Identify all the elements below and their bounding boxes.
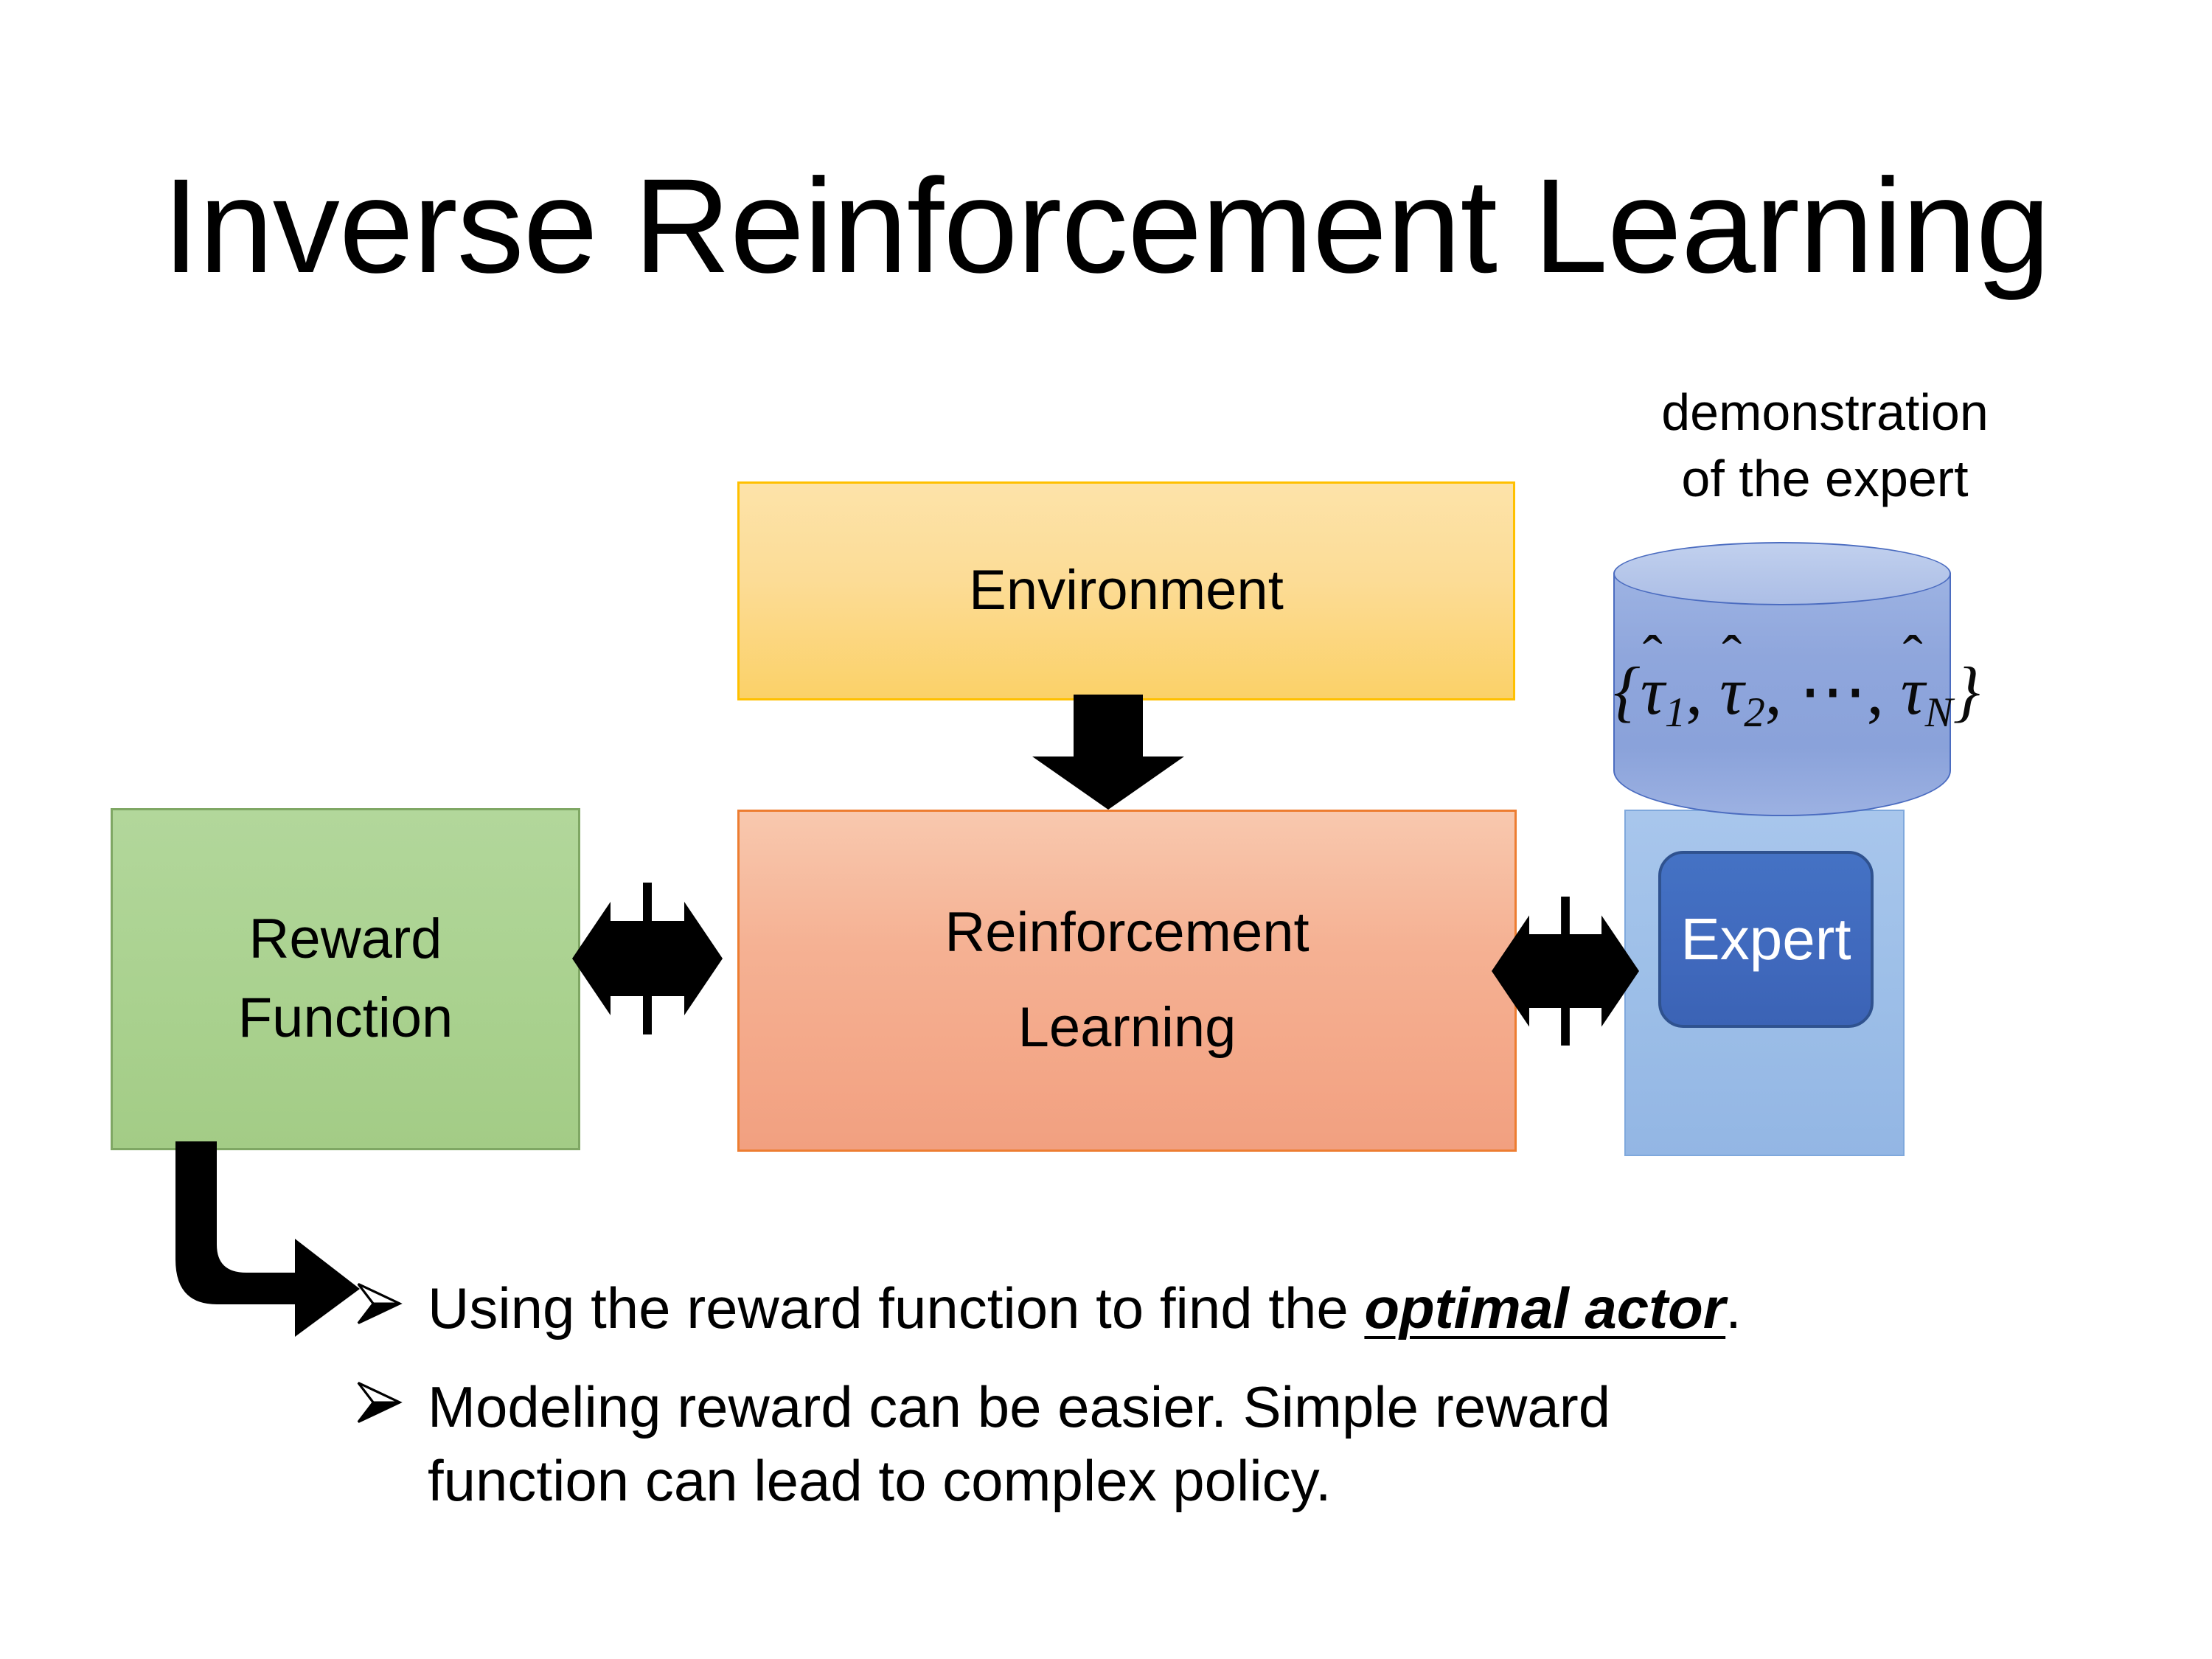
formula-open-brace: { — [1613, 653, 1641, 728]
formula-ellipsis: ⋯ — [1798, 653, 1867, 728]
environment-box: Environment — [737, 481, 1515, 700]
demonstration-cylinder: {̂τ1, ̂τ2, ⋯, ̂τN} — [1613, 542, 1980, 816]
demonstration-caption-line1: demonstration — [1661, 383, 1989, 441]
cylinder-body — [1613, 573, 1951, 816]
demonstration-caption: demonstration of the expert — [1611, 380, 2039, 512]
reinforcement-learning-label-line2: Learning — [1018, 996, 1237, 1059]
trajectory-set-formula: {̂τ1, ̂τ2, ⋯, ̂τN} — [1613, 651, 1980, 737]
reward-rl-four-way-arrow-icon — [572, 883, 723, 1034]
expert-chip: Expert — [1658, 851, 1874, 1028]
tau-symbol-n: τ — [1900, 653, 1925, 728]
reinforcement-learning-box: Reinforcement Learning — [737, 810, 1517, 1152]
rl-expert-four-way-arrow-icon — [1492, 897, 1639, 1046]
bullet-item-2: Modeling reward can be easier. Simple re… — [347, 1371, 2116, 1518]
formula-sep-1: , — [1686, 653, 1703, 728]
bullet-arrow-icon — [357, 1283, 403, 1324]
bullet-item-1: Using the reward function to find the op… — [347, 1272, 2116, 1346]
reinforcement-learning-label-line1: Reinforcement — [945, 901, 1310, 964]
bullet-1-text-after: . — [1725, 1276, 1742, 1340]
bullet-1-text-before: Using the reward function to find the — [428, 1276, 1365, 1340]
tau-index-2: 2 — [1744, 689, 1765, 737]
tau-symbol-1: τ — [1640, 653, 1665, 728]
environment-to-rl-arrow-icon — [1032, 695, 1184, 810]
bullet-2-line2: function can lead to complex policy. — [428, 1447, 1332, 1513]
cylinder-top-ellipse — [1613, 542, 1951, 605]
page-title: Inverse Reinforcement Learning — [162, 150, 2051, 301]
tau-index-n: N — [1924, 689, 1953, 737]
demonstration-caption-line2: of the expert — [1681, 449, 1969, 507]
reward-function-label-line2: Function — [237, 987, 453, 1049]
tau-index-1: 1 — [1664, 689, 1686, 737]
bullet-1-emphasis: optimal actor — [1364, 1276, 1726, 1340]
reward-to-bullets-elbow-arrow-icon — [175, 1141, 360, 1337]
tau-symbol-2: τ — [1719, 653, 1745, 728]
formula-close-brace: } — [1952, 653, 1980, 728]
expert-label: Expert — [1680, 906, 1851, 972]
reward-function-box: Reward Function — [111, 808, 580, 1150]
bullet-arrow-icon — [357, 1381, 403, 1423]
reward-function-label-line1: Reward — [248, 908, 442, 971]
environment-label: Environment — [969, 559, 1284, 622]
bullet-list: Using the reward function to find the op… — [347, 1272, 2116, 1543]
formula-sep-3: , — [1866, 653, 1884, 728]
formula-sep-2: , — [1764, 653, 1782, 728]
bullet-2-line1: Modeling reward can be easier. Simple re… — [428, 1374, 1611, 1439]
